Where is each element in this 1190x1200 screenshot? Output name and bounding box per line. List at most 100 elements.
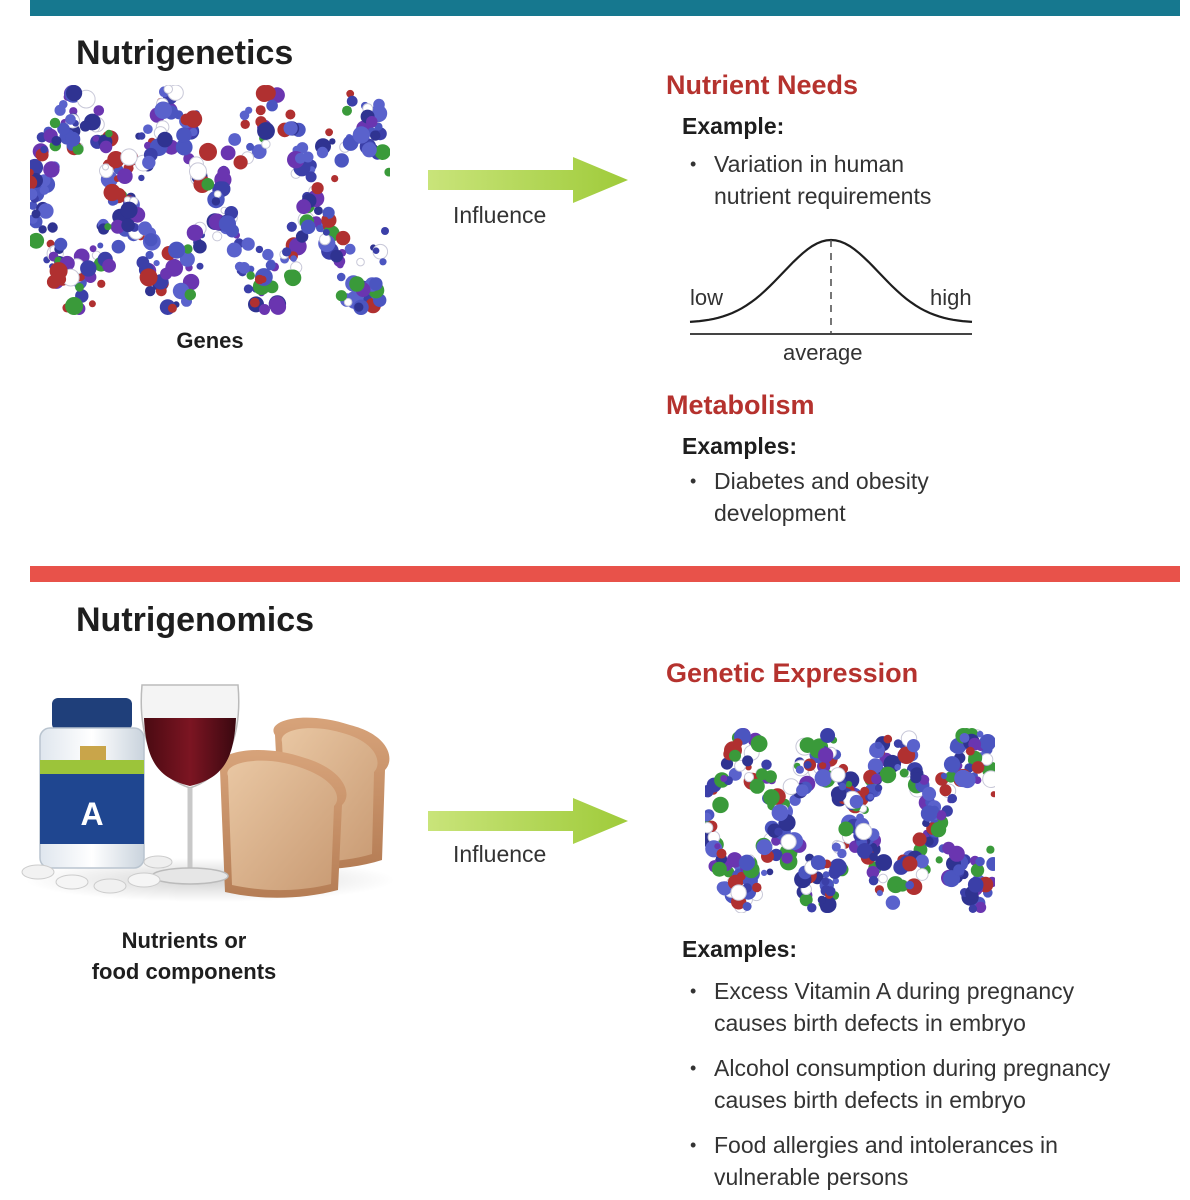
atom-sphere [145, 285, 156, 297]
atom-sphere [346, 89, 355, 98]
atom-sphere [257, 122, 275, 140]
atom-sphere [284, 269, 302, 287]
mid-divider-bar [30, 566, 1180, 582]
atom-sphere [830, 767, 846, 783]
atom-sphere [373, 98, 385, 111]
nutrient-needs-bullet: • Variation in human nutrient requiremen… [690, 148, 1160, 212]
atom-sphere [356, 257, 365, 267]
atom-sphere [30, 201, 38, 210]
atom-sphere [240, 119, 250, 129]
atom-sphere [175, 138, 193, 156]
atom-sphere [796, 784, 809, 797]
atom-sphere [729, 749, 741, 762]
atom-sphere [849, 794, 864, 809]
dna-image-expression [705, 728, 995, 913]
atom-sphere [381, 227, 389, 235]
curve-average-label: average [783, 340, 863, 365]
atom-sphere [943, 756, 961, 773]
atom-sphere [102, 258, 116, 273]
atom-sphere [265, 260, 276, 271]
genetic-expression-heading: Genetic Expression [666, 658, 919, 688]
atom-sphere [49, 117, 61, 129]
atom-sphere [259, 304, 270, 315]
atom-sphere [738, 854, 755, 871]
atom-sphere [756, 768, 768, 781]
atom-sphere [246, 142, 255, 151]
atom-sphere [893, 739, 903, 748]
expression-bullet: • Excess Vitamin A during pregnancy caus… [690, 975, 1160, 1039]
atom-sphere [336, 272, 346, 282]
bullet-dot: • [690, 1058, 697, 1078]
atom-sphere [75, 282, 84, 292]
atom-sphere [935, 810, 947, 821]
atom-sphere [238, 262, 251, 274]
atom-sphere [716, 848, 727, 859]
atom-sphere [201, 178, 215, 191]
atom-sphere [295, 152, 306, 164]
atom-sphere [39, 185, 49, 195]
atom-sphere [89, 245, 97, 253]
atom-sphere [975, 901, 987, 913]
atom-sphere [138, 132, 146, 140]
atom-sphere [976, 730, 984, 738]
atom-sphere [866, 866, 880, 879]
atom-sphere [990, 791, 995, 798]
bullet-line: vulnerable persons [714, 1164, 909, 1190]
atom-sphere [213, 190, 222, 198]
atom-sphere [79, 120, 91, 132]
atom-sphere [780, 833, 797, 850]
atom-sphere [316, 146, 329, 159]
caption-line: Nutrients or [121, 928, 247, 953]
atom-sphere [243, 284, 253, 294]
atom-sphere [335, 230, 351, 246]
atom-sphere [329, 138, 336, 145]
nutrigenomics-title: Nutrigenomics [76, 601, 315, 639]
atom-sphere [832, 877, 839, 885]
atom-sphere [321, 216, 329, 224]
atom-sphere [40, 145, 48, 154]
atom-sphere [749, 778, 765, 794]
atom-sphere [331, 175, 339, 183]
atom-sphere [354, 302, 364, 312]
atom-sphere [217, 166, 230, 179]
atom-sphere [968, 904, 978, 913]
atom-sphere [285, 109, 296, 120]
atom-sphere [885, 895, 901, 910]
atom-sphere [136, 256, 150, 269]
atom-sphere [47, 222, 58, 233]
atom-sphere [912, 832, 927, 847]
atom-sphere [251, 144, 267, 159]
atom-sphere [300, 219, 316, 235]
food-components-image: A [20, 680, 400, 910]
atom-sphere [160, 267, 173, 280]
atom-sphere [761, 869, 768, 876]
bullet-line: development [714, 500, 846, 526]
atom-sphere [296, 142, 309, 154]
atom-sphere [947, 793, 957, 804]
atom-sphere [379, 258, 387, 266]
atom-sphere [144, 233, 158, 247]
atom-sphere [971, 761, 985, 774]
atom-sphere [965, 746, 975, 756]
atom-sphere [705, 785, 714, 798]
atom-sphere [325, 128, 333, 137]
atom-sphere [899, 768, 909, 778]
atom-sphere [93, 105, 105, 116]
atom-sphere [54, 273, 67, 286]
atom-sphere [743, 772, 755, 783]
atom-sphere [226, 242, 242, 258]
atom-sphere [316, 224, 324, 232]
atom-sphere [875, 854, 893, 871]
atom-sphere [967, 877, 984, 893]
atom-sphere [153, 260, 160, 267]
atom-sphere [940, 772, 948, 780]
atom-sphere [752, 882, 762, 893]
atom-sphere [820, 728, 836, 743]
atom-sphere [374, 144, 390, 160]
atom-sphere [233, 155, 248, 170]
metabolism-bullet: • Diabetes and obesity development [690, 465, 1160, 529]
atom-sphere [732, 738, 743, 749]
atom-sphere [255, 245, 264, 254]
atom-sphere [915, 868, 929, 881]
atom-sphere [110, 219, 125, 234]
